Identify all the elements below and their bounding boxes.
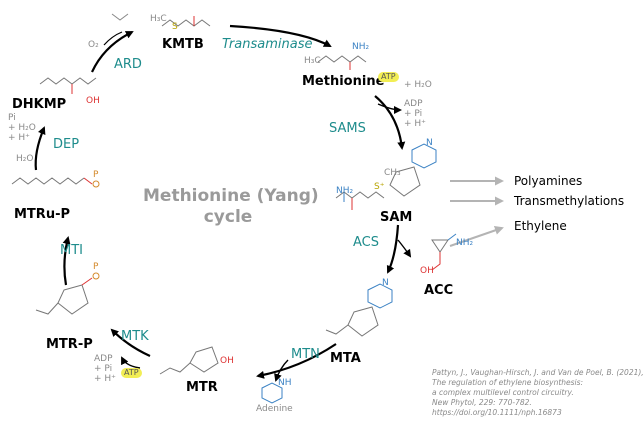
output-transmethylations: Transmethylations	[514, 194, 625, 208]
enzyme-dep: DEP	[53, 137, 80, 152]
dep-product-h2o: + H₂O	[8, 123, 36, 133]
arrow-mtn-side	[274, 359, 289, 382]
atom-sam-n: N	[426, 138, 433, 148]
citation-line-1: Pattyn, J., Vaughan-Hirsch, J. and Van d…	[432, 368, 644, 377]
arrow-transaminase	[229, 24, 332, 47]
arrow-acs	[386, 224, 400, 274]
output-ethylene: Ethylene	[514, 219, 567, 233]
sams-products: ADP + Pi + H⁺	[404, 99, 426, 129]
atom-sam-splus: S⁺	[374, 182, 385, 192]
sams-product-pi: + Pi	[404, 109, 423, 119]
atom-kmtb-h3c: H₃C	[150, 14, 167, 24]
atom-dhkmp-oh: OH	[86, 96, 100, 106]
citation-line-4: New Phytol, 229: 770-782.	[432, 398, 532, 407]
dep-products: Pi + H₂O + H⁺	[8, 113, 36, 143]
atom-met-nh2: NH₂	[352, 42, 370, 52]
cycle-title: Methionine (Yang) cycle	[143, 186, 319, 228]
structure-mtru-p	[11, 177, 100, 188]
arrow-dep	[34, 126, 46, 171]
output-polyamines: Polyamines	[514, 174, 583, 188]
metabolite-sam: SAM	[380, 210, 413, 225]
metabolite-mtru-p: MTRu-P	[14, 207, 70, 222]
adenine-label: Adenine	[256, 404, 293, 414]
structure-mtr-p	[35, 272, 100, 315]
mtk-products: ADP + Pi + H⁺	[94, 354, 116, 384]
atom-mtru-p-p: P	[93, 170, 99, 180]
citation-line-5: https://doi.org/10.1111/nph.16873	[432, 408, 562, 417]
sams-product-h: + H⁺	[404, 119, 426, 129]
h2o-methionine: + H₂O	[404, 80, 432, 90]
ard-o2: O₂	[88, 40, 99, 50]
enzyme-transaminase: Transaminase	[222, 37, 313, 52]
arrow-sams-side	[377, 103, 402, 114]
enzyme-sams: SAMS	[329, 121, 366, 136]
citation: Pattyn, J., Vaughan-Hirsch, J. and Van d…	[432, 368, 644, 418]
dep-substrate-h2o: H₂O	[16, 154, 34, 164]
dep-product-h: + H⁺	[8, 133, 30, 143]
arrow-mtn	[256, 343, 337, 379]
structure-kmtb	[161, 16, 211, 27]
arrow-ard-o2	[103, 31, 123, 46]
structure-dhkmp	[39, 77, 97, 94]
metabolite-mtr: MTR	[186, 380, 218, 395]
arrow-ethylene	[449, 226, 504, 247]
cycle-title-line-2: cycle	[203, 207, 253, 227]
arrow-sams	[374, 95, 406, 150]
structure-ard-product	[111, 13, 129, 21]
enzyme-acs: ACS	[353, 235, 379, 250]
arrow-ard	[91, 31, 134, 73]
atp-badge-methionine: ATP	[378, 72, 399, 82]
cycle-title-line-1: Methionine (Yang)	[143, 186, 319, 206]
enzyme-ard: ARD	[114, 57, 142, 72]
mtk-product-pi: + Pi	[94, 364, 113, 374]
enzyme-mtk: MTK	[121, 329, 149, 344]
atom-met-h3c: H₃C	[304, 56, 321, 66]
structure-mtr	[159, 346, 219, 375]
atom-sam-nh2: NH₂	[336, 186, 354, 196]
arrow-mti	[62, 236, 71, 286]
enzyme-mti: MTI	[60, 243, 83, 258]
atom-mtr-p-p: P	[93, 262, 99, 272]
structure-sam	[335, 143, 437, 210]
atom-mta-n: N	[382, 278, 389, 288]
sams-product-adp: ADP	[404, 99, 423, 109]
arrow-mtk	[110, 328, 151, 358]
mtk-product-h: + H⁺	[94, 374, 116, 384]
atp-badge-mtk: ATP	[121, 368, 142, 378]
metabolite-acc: ACC	[424, 283, 454, 298]
mtk-product-adp: ADP	[94, 354, 113, 364]
atom-mtr-oh: OH	[220, 356, 234, 366]
arrow-acs-side	[397, 239, 412, 258]
cycle-diagram	[11, 13, 504, 404]
metabolite-methionine: Methionine	[302, 74, 385, 89]
structure-acc	[431, 233, 457, 271]
structure-methionine	[317, 55, 367, 70]
enzyme-mtn: MTN	[291, 347, 320, 362]
metabolite-mta: MTA	[330, 351, 361, 366]
arrow-mtk-side	[121, 356, 141, 369]
atom-adenine-nh: NH	[278, 378, 292, 388]
citation-line-2: The regulation of ethylene biosynthesis:	[432, 378, 584, 387]
metabolite-kmtb: KMTB	[162, 37, 204, 52]
dep-product-pi: Pi	[8, 113, 16, 123]
metabolite-mtr-p: MTR-P	[46, 337, 93, 352]
structure-adenine	[261, 382, 283, 404]
atom-kmtb-s: S	[172, 22, 178, 32]
structure-mta	[325, 283, 393, 337]
citation-line-3: a complex multilevel control circuitry.	[432, 388, 574, 397]
atom-sam-ch3: CH₃	[384, 168, 401, 178]
metabolite-dhkmp: DHKMP	[12, 97, 67, 112]
atom-acc-nh2: NH₂	[456, 238, 474, 248]
atom-acc-oh: OH	[420, 266, 434, 276]
